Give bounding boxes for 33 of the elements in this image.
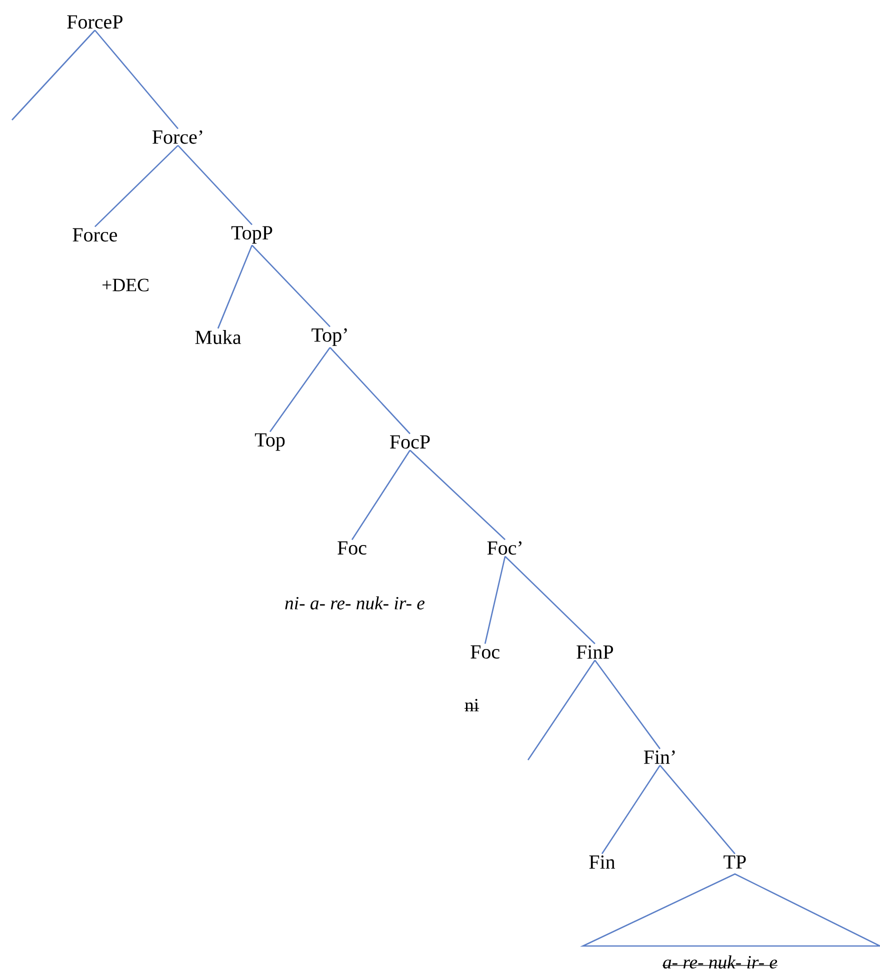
tree-branch [594,660,661,750]
tree-branch [178,144,252,226]
tree-branch [330,347,410,434]
tree-node-label: Fin [589,855,616,869]
tree-branch [12,30,96,120]
tree-node-label: Foc’ [487,541,522,555]
tree-branch [217,244,253,329]
tree-branch [252,244,330,328]
tree-node-label: TP [724,855,746,869]
tree-node-label: Force [72,228,117,242]
tree-node-label: Force’ [152,130,202,144]
tree-node-label: Top [254,433,285,451]
tree-node-label: Foc [470,645,500,659]
tree-node-label: Top’ [312,328,347,346]
tree-node-label: Fin’ [644,750,675,764]
tree-branch [527,660,596,760]
tree-node-label: Muka [195,330,242,344]
tree-node-label: TopP [231,226,272,244]
tree-branch [601,764,661,854]
tree-branch [94,30,179,130]
feature-label: +DEC [102,278,148,292]
tree-branch [660,764,736,854]
tree-node-label: ForceP [67,15,122,29]
tree-branch [351,450,411,540]
tree-node-label: FinP [576,645,614,659]
tree-branch [410,450,506,540]
feature-label: ni- a- re- nuk- ir- e [285,596,425,610]
tree-branch [269,347,331,432]
tree-branch [504,556,596,644]
tree-node-label: Foc [338,541,366,555]
tree-branch [94,144,178,228]
tree-branch [484,556,506,644]
tree-node-label: FocP [390,435,430,449]
